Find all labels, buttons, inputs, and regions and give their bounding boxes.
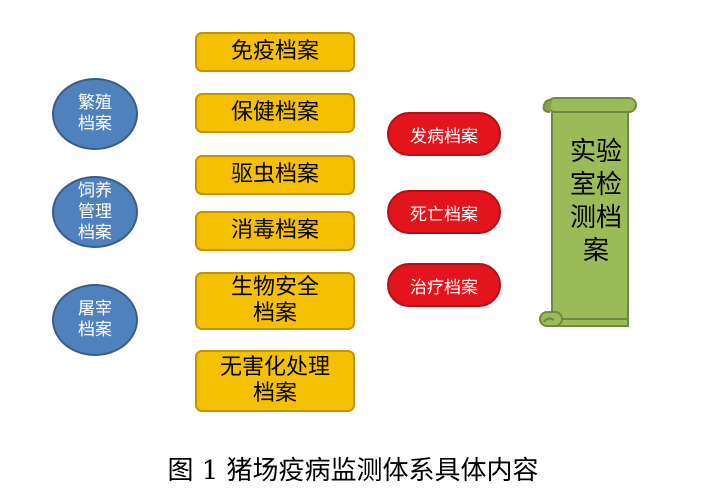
scroll-lab-testing-records: 实验 室检 测档 案 — [536, 96, 640, 330]
figure-caption: 图 1 猪场疫病监测体系具体内容 — [167, 456, 539, 486]
scroll-label: 实验 室检 测档 案 — [569, 137, 622, 266]
ellipse-breeding-records: 繁殖 档案 — [52, 78, 138, 150]
box-harmless-disposal-records: 无害化处理 档案 — [195, 350, 355, 412]
pill-disease-onset-records: 发病档案 — [387, 112, 501, 156]
pill-death-records: 死亡档案 — [387, 190, 501, 234]
box-health-care-records: 保健档案 — [195, 93, 355, 133]
ellipse-feeding-management-records: 饲养 管理 档案 — [52, 176, 138, 248]
box-deworming-records: 驱虫档案 — [195, 155, 355, 195]
scroll-shape — [539, 97, 637, 327]
box-disinfection-records: 消毒档案 — [195, 211, 355, 251]
box-immunization-records: 免疫档案 — [195, 32, 355, 72]
pill-treatment-records: 治疗档案 — [387, 263, 501, 307]
ellipse-slaughter-records: 屠宰 档案 — [52, 284, 138, 356]
box-biosecurity-records: 生物安全 档案 — [195, 272, 355, 330]
